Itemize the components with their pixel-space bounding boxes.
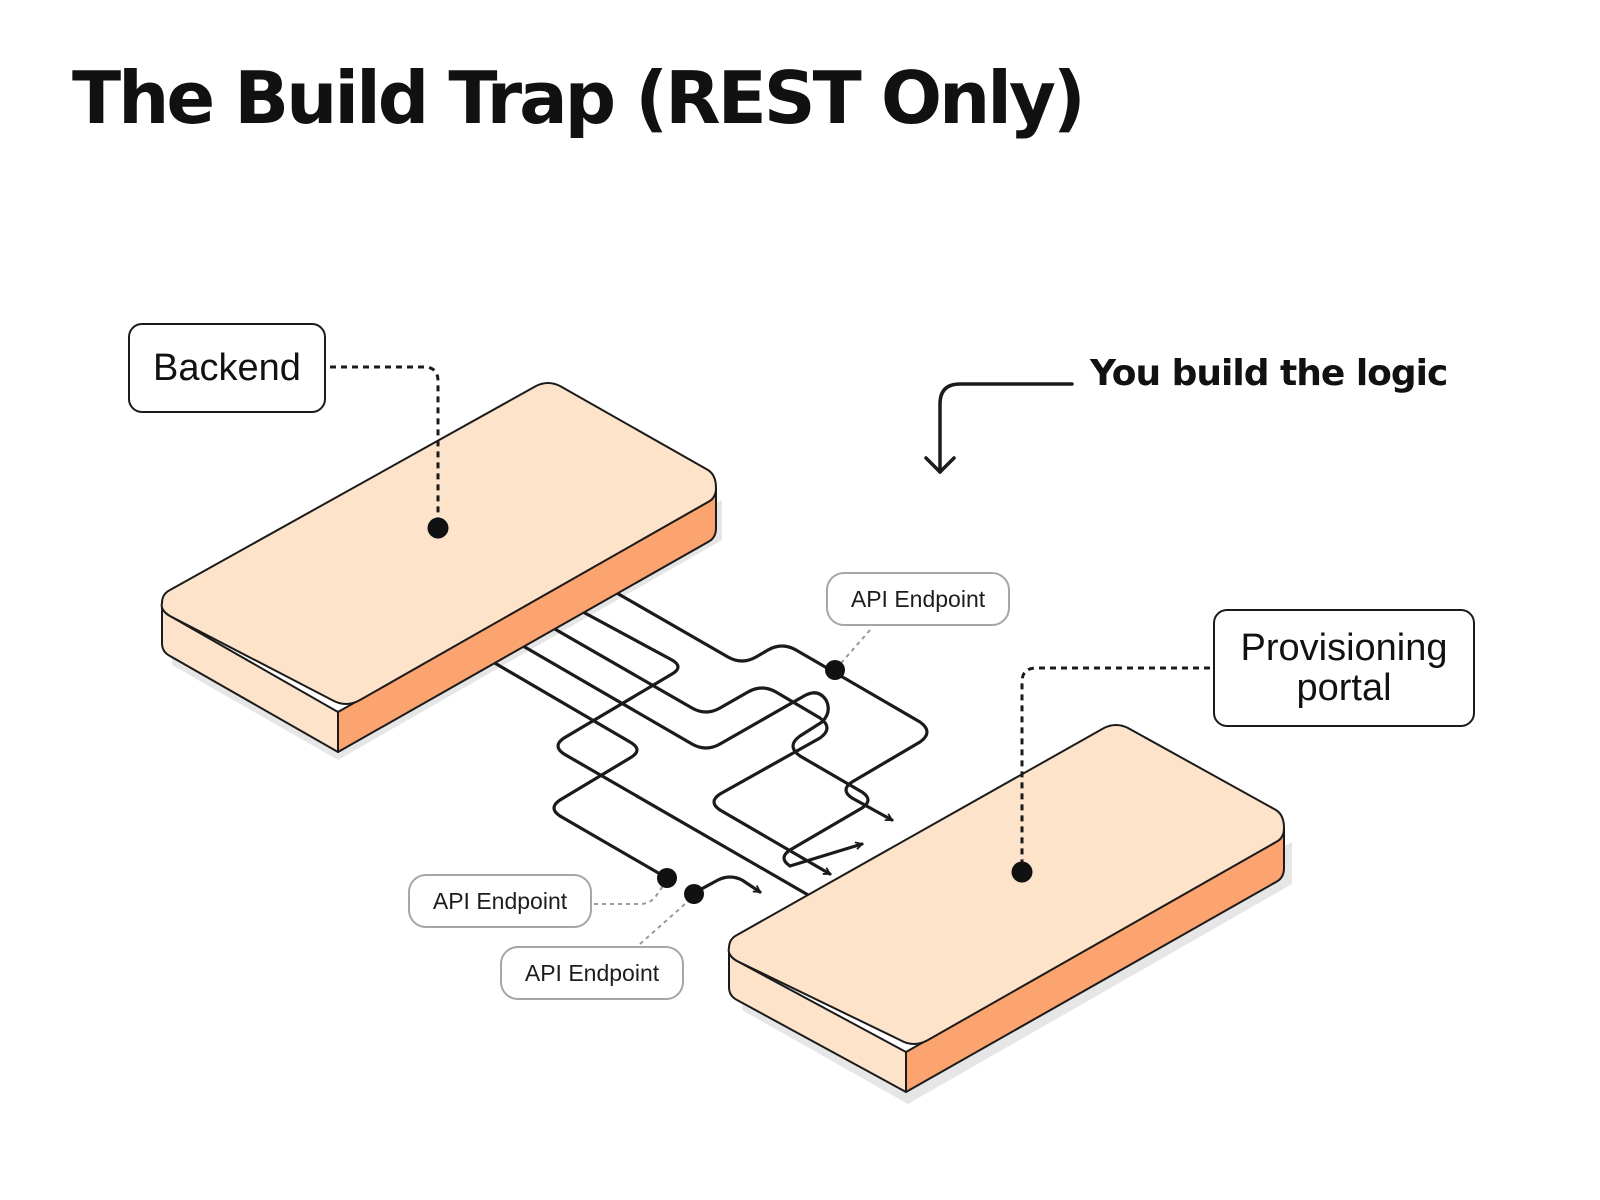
api-endpoint-label-top-text: API Endpoint <box>850 585 986 612</box>
api-endpoint-label-left: API Endpoint <box>408 874 592 928</box>
api-endpoint-label-bottom-text: API Endpoint <box>524 959 660 986</box>
api-left-leader-line <box>594 879 668 905</box>
portal-label: Provisioning portal <box>1213 609 1475 727</box>
callout-arrow-head <box>924 456 956 474</box>
api-endpoint-dot-left <box>657 868 677 888</box>
logic-callout-text: You build the logic <box>1090 353 1448 394</box>
callout-arrow <box>938 382 1074 474</box>
api-endpoint-dot-bottom <box>684 884 704 904</box>
portal-anchor-dot <box>1011 861 1033 883</box>
api-endpoint-label-bottom: API Endpoint <box>500 946 684 1000</box>
wire-1 <box>613 590 929 822</box>
backend-label-text: Backend <box>153 346 301 389</box>
api-wires <box>491 590 929 920</box>
api-top-leader-line <box>834 629 871 671</box>
wire-2 <box>556 610 850 920</box>
portal-label-text: Provisioning portal <box>1240 626 1448 709</box>
backend-platform <box>160 382 717 753</box>
api-bottom-leader-line <box>639 895 695 945</box>
wire-6 <box>692 875 762 895</box>
wire-3 <box>551 626 832 876</box>
wire-5 <box>491 660 669 880</box>
wire-4 <box>521 644 870 868</box>
page-title: The Build Trap (REST Only) <box>72 56 1086 140</box>
api-endpoint-label-left-text: API Endpoint <box>432 887 568 914</box>
api-endpoint-dot-top <box>825 660 845 680</box>
backend-platform-top <box>160 382 717 705</box>
portal-platform-top <box>727 724 1285 1045</box>
backend-anchor-dot <box>427 517 449 539</box>
backend-label: Backend <box>128 323 326 413</box>
portal-platform <box>727 724 1285 1093</box>
api-endpoint-label-top: API Endpoint <box>826 572 1010 626</box>
